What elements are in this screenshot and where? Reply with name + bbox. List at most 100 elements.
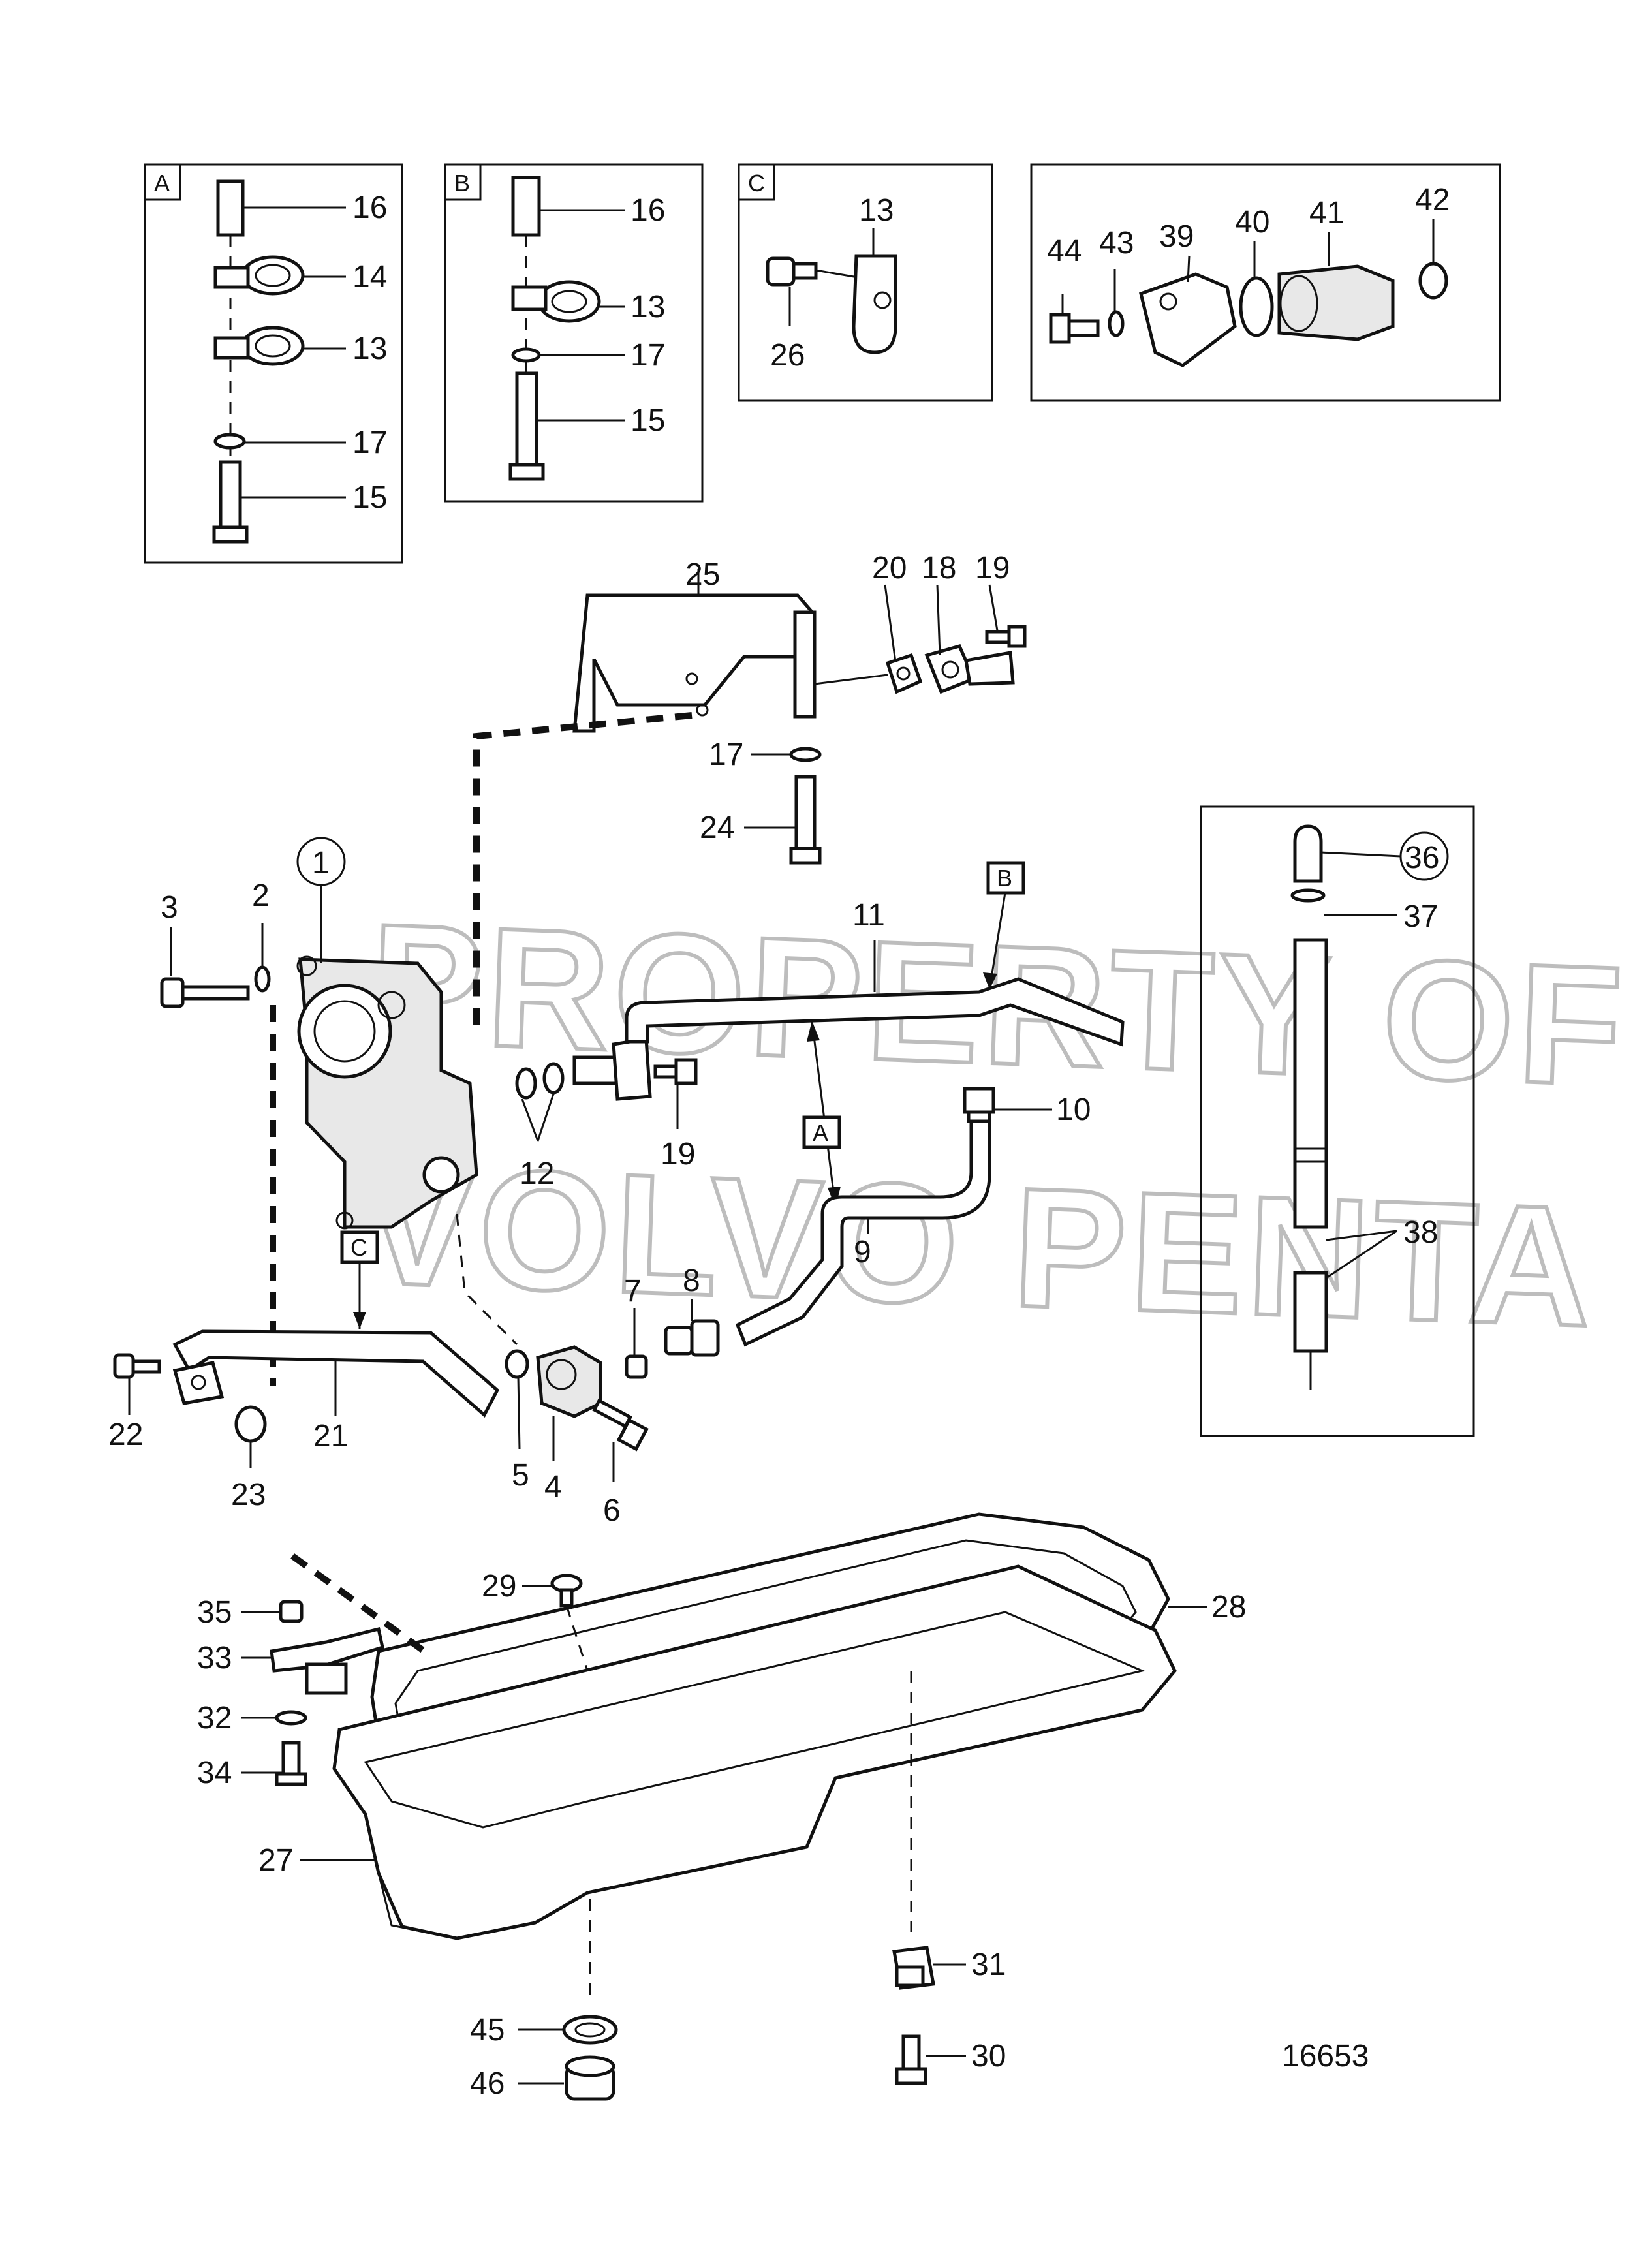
detail-box-a-label: A [154, 170, 170, 196]
detail-box-c-label: C [748, 170, 765, 196]
pipe-flange-part [172, 1361, 225, 1405]
flange-part [1139, 272, 1237, 367]
arrow-head [983, 972, 997, 989]
nut-part [279, 1600, 304, 1623]
suction-pipe-assembly: 10 9 8 7 [624, 1087, 1091, 1379]
callout-15-a: 15 [352, 480, 387, 515]
seal-ring-part [542, 1062, 565, 1095]
washer-part [213, 433, 246, 450]
detail-box-c: C 13 26 [738, 163, 993, 402]
callout-36: 36 [1405, 841, 1439, 875]
pipe-flange-part [572, 1037, 652, 1101]
clamp-part [213, 326, 305, 366]
plug-part [550, 1574, 583, 1608]
callout-46: 46 [470, 2066, 505, 2101]
drawing-number: 16653 [1282, 2039, 1369, 2074]
callout-1: 1 [312, 846, 330, 880]
callout-18: 18 [922, 551, 956, 585]
callout-13-c: 13 [859, 193, 894, 228]
callout-11: 11 [852, 898, 885, 933]
oil-pump-assembly: 1 2 3 12 19 [160, 837, 698, 1230]
callout-27: 27 [258, 1843, 293, 1878]
callout-12: 12 [520, 1157, 554, 1191]
callout-45: 45 [470, 2013, 505, 2047]
callout-5: 5 [512, 1458, 529, 1493]
callout-15-b: 15 [630, 403, 665, 438]
washer-part [789, 747, 822, 762]
bolt-part [508, 371, 545, 481]
drain-plug-assembly: 45 46 [470, 2013, 618, 2101]
gasket-part [885, 653, 923, 694]
o-ring-part [1418, 262, 1448, 300]
callout-14: 14 [352, 260, 387, 294]
detail-box-b: B 16 13 17 15 [444, 163, 704, 503]
callout-19-mid: 19 [661, 1137, 695, 1172]
return-pipe-assembly: C 22 21 23 [108, 1230, 500, 1512]
callout-29: 29 [482, 1569, 516, 1604]
flag-b: B [997, 865, 1012, 892]
arrow-head [353, 1312, 366, 1329]
seal-ring-part [562, 2015, 618, 2045]
washer-part [1108, 310, 1125, 337]
clamp-position-marker-a: A [802, 1020, 841, 1208]
callout-3: 3 [161, 890, 178, 925]
screw-part [985, 625, 1027, 648]
callout-35: 35 [197, 1595, 232, 1630]
callout-9: 9 [854, 1235, 871, 1269]
callout-40: 40 [1235, 205, 1269, 240]
flange-part [924, 644, 1015, 694]
callout-8: 8 [683, 1264, 700, 1298]
dipstick-tube-part [1293, 938, 1328, 1390]
callout-10: 10 [1056, 1093, 1091, 1127]
callout-43: 43 [1099, 226, 1134, 260]
detail-box-fitting: 44 43 39 40 41 42 [1030, 163, 1501, 402]
screw-part [592, 1398, 649, 1452]
bracket-assembly: 25 20 18 19 17 24 [572, 551, 1027, 865]
callout-17-a: 17 [352, 426, 387, 460]
callout-19-top: 19 [975, 551, 1010, 585]
detail-box-a: A 16 14 13 17 15 [144, 163, 403, 564]
fitting-part [963, 1087, 995, 1123]
callout-2: 2 [252, 878, 270, 913]
callout-20: 20 [872, 551, 907, 585]
detail-box-dipstick: 36 37 38 [1200, 805, 1475, 1437]
seal-ring-part [515, 1067, 537, 1100]
callout-28: 28 [1211, 1590, 1246, 1624]
callout-38: 38 [1403, 1215, 1438, 1250]
callout-16-b: 16 [630, 193, 665, 228]
o-ring-part [1239, 276, 1274, 337]
clamp-part [852, 254, 897, 354]
callout-6: 6 [603, 1493, 621, 1528]
flag-c: C [350, 1234, 367, 1261]
cover-assembly: 5 4 6 [456, 1213, 649, 1528]
screw-part [113, 1353, 161, 1379]
bolt-part [1049, 313, 1100, 344]
assembly-dashed-line [473, 712, 693, 1031]
callout-33: 33 [197, 1641, 232, 1675]
callout-4: 4 [544, 1470, 562, 1504]
sleeve-part [511, 176, 541, 237]
callout-34: 34 [197, 1756, 232, 1790]
oil-pan-bracket-assembly: 31 30 [892, 1946, 1006, 2085]
bracket-part [892, 1946, 935, 1990]
callout-17-b: 17 [630, 338, 665, 373]
callout-17-main: 17 [709, 738, 743, 772]
callout-13-a: 13 [352, 332, 387, 366]
oil-pan: 27 [258, 1564, 1177, 2004]
callout-13-b: 13 [630, 290, 665, 324]
plug-part [565, 2055, 615, 2101]
callout-22: 22 [108, 1418, 143, 1452]
callout-39: 39 [1159, 219, 1194, 254]
clamp-part [511, 280, 601, 323]
callout-30: 30 [971, 2039, 1006, 2074]
dipstick-handle-part [1290, 824, 1326, 903]
bracket-part [270, 1626, 384, 1695]
callout-44: 44 [1047, 234, 1082, 268]
callout-23: 23 [231, 1478, 266, 1512]
bolt-part [160, 977, 250, 1008]
seal-ring-part [505, 1349, 529, 1379]
bolt-part [275, 1741, 307, 1786]
delivery-pipe-assembly: 11 B [625, 861, 1125, 1047]
screw-part [766, 256, 818, 287]
